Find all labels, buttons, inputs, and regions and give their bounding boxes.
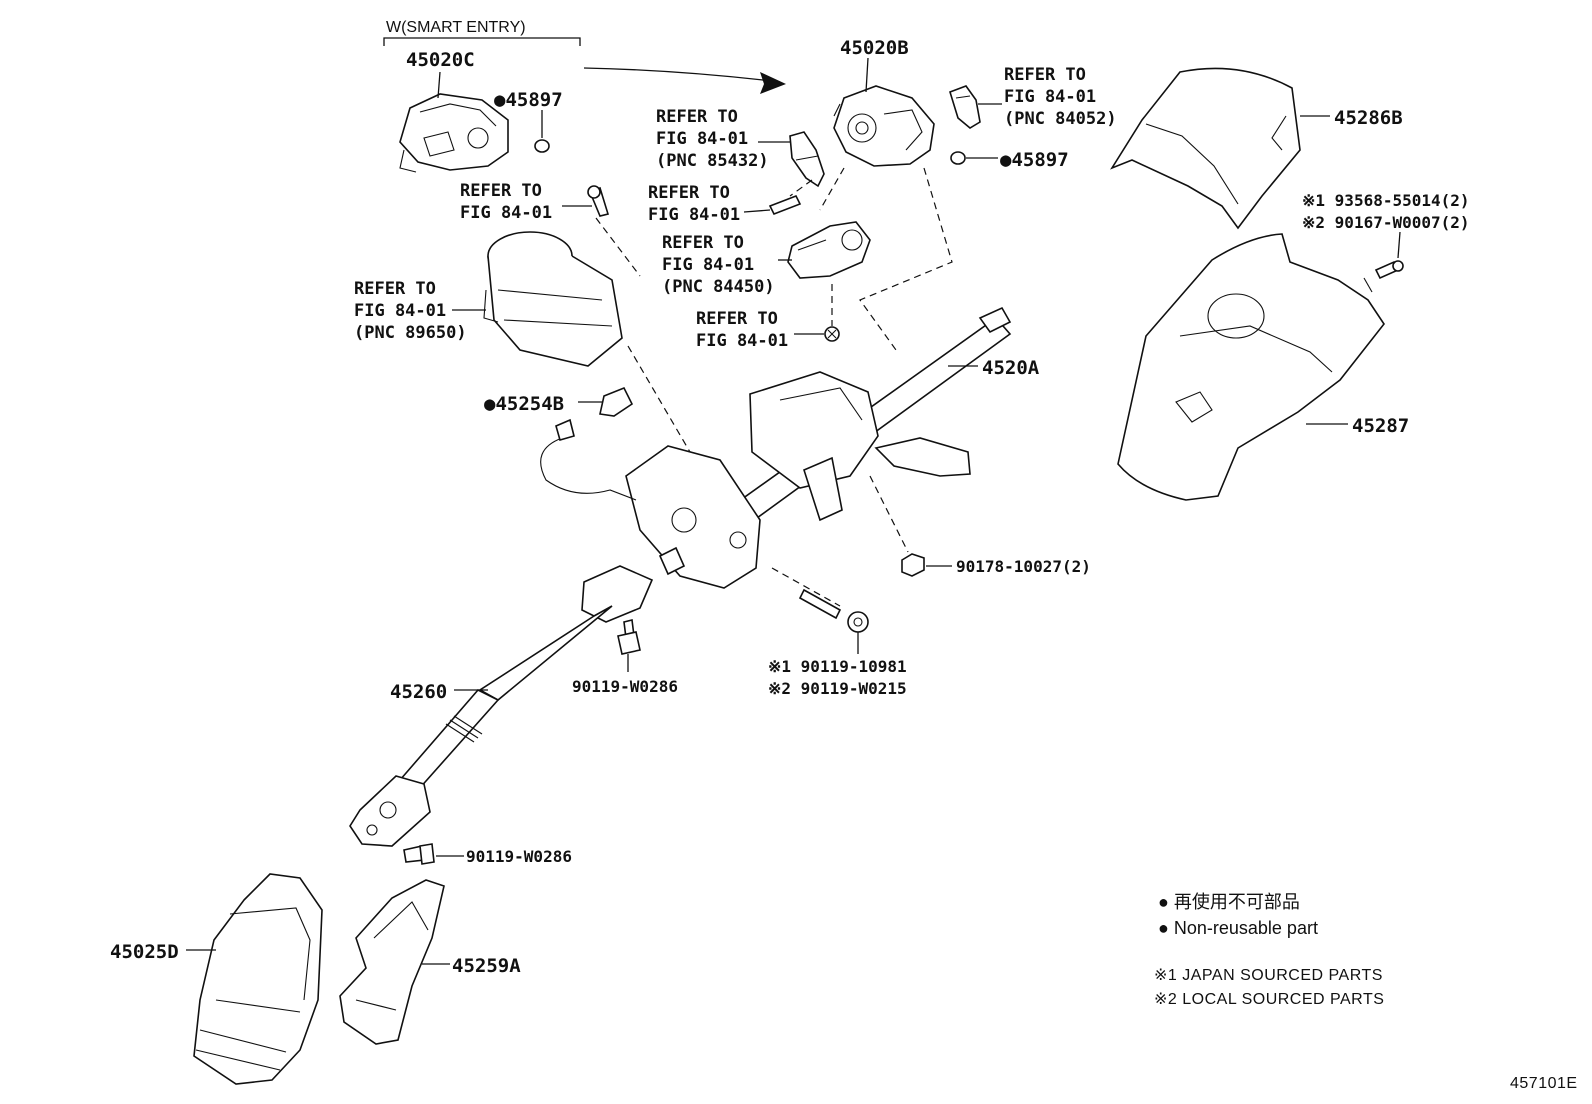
part-45260: 45260 bbox=[349, 565, 654, 847]
figure-id: 457101E bbox=[1510, 1075, 1578, 1092]
part-screw-ref-b: REFER TO FIG 84-01 bbox=[696, 284, 840, 351]
label-45286B: 45286B bbox=[1334, 107, 1403, 129]
legend-jp: ● 再使用不可部品 bbox=[1158, 892, 1300, 912]
ref-89650-line1: REFER TO bbox=[354, 279, 436, 299]
label-90119-W0286-a: 90119-W0286 bbox=[572, 677, 678, 696]
ref-84052-line1: REFER TO bbox=[1004, 65, 1086, 85]
legend-en: ● Non-reusable part bbox=[1158, 918, 1318, 938]
dashed-leaders bbox=[595, 167, 953, 607]
part-4520A: 4520A bbox=[540, 306, 1040, 589]
part-45286B: 45286B bbox=[1110, 67, 1403, 230]
part-93568-90167: ※1 93568-55014(2) ※2 90167-W0007(2) bbox=[1302, 191, 1470, 280]
part-screw-ref-a: REFER TO FIG 84-01 bbox=[648, 183, 802, 225]
part-pnc-85432: REFER TO FIG 84-01 (PNC 85432) bbox=[656, 107, 825, 188]
arrow-head-icon bbox=[760, 72, 786, 94]
part-screw-ref-c: REFER TO FIG 84-01 bbox=[460, 181, 610, 223]
ref-84052-line3: (PNC 84052) bbox=[1004, 109, 1117, 129]
legend-note2: ※2 LOCAL SOURCED PARTS bbox=[1154, 991, 1384, 1008]
label-45020B: 45020B bbox=[840, 37, 909, 59]
ref-84450-line2: FIG 84-01 bbox=[662, 255, 754, 275]
part-45025D: 45025D bbox=[110, 873, 323, 1085]
smart-entry-arrow bbox=[583, 67, 781, 83]
part-90119-10981: ※1 90119-10981 ※2 90119-W0215 bbox=[768, 588, 907, 698]
smart-entry-group: W(SMART ENTRY) bbox=[383, 19, 786, 94]
smart-entry-label: W(SMART ENTRY) bbox=[386, 19, 526, 36]
label-90119-W0286-b: 90119-W0286 bbox=[466, 847, 572, 866]
ref-85432-line2: FIG 84-01 bbox=[656, 129, 748, 149]
part-pnc-84052: REFER TO FIG 84-01 (PNC 84052) bbox=[949, 65, 1117, 129]
ref-84052-line2: FIG 84-01 bbox=[1004, 87, 1096, 107]
ref-screw-b-line1: REFER TO bbox=[696, 309, 778, 329]
label-93568-55014: ※1 93568-55014(2) bbox=[1302, 191, 1470, 210]
ref-screw-c-line2: FIG 84-01 bbox=[460, 203, 552, 223]
label-90178-10027: 90178-10027(2) bbox=[956, 557, 1091, 576]
part-90119-W0286-b: 90119-W0286 bbox=[403, 843, 572, 866]
label-45287: 45287 bbox=[1352, 415, 1409, 437]
smart-entry-bracket bbox=[383, 37, 581, 46]
part-pnc-84450: REFER TO FIG 84-01 (PNC 84450) bbox=[662, 221, 871, 297]
part-90178-10027: 90178-10027(2) bbox=[901, 553, 1091, 577]
label-90119-10981: ※1 90119-10981 bbox=[768, 657, 907, 676]
legend-note1: ※1 JAPAN SOURCED PARTS bbox=[1154, 967, 1383, 984]
label-90167-W0007: ※2 90167-W0007(2) bbox=[1302, 213, 1470, 232]
part-45020B: 45020B bbox=[833, 37, 935, 167]
label-45025D: 45025D bbox=[110, 941, 179, 963]
part-45287: 45287 bbox=[1117, 233, 1409, 501]
part-45259A: 45259A bbox=[339, 879, 521, 1045]
label-90119-W0215: ※2 90119-W0215 bbox=[768, 679, 907, 698]
label-45260: 45260 bbox=[390, 681, 447, 703]
part-pnc-89650: REFER TO FIG 84-01 (PNC 89650) bbox=[354, 231, 623, 367]
label-45897-b: ●45897 bbox=[1000, 149, 1069, 171]
ref-screw-a-line1: REFER TO bbox=[648, 183, 730, 203]
ref-screw-b-line2: FIG 84-01 bbox=[696, 331, 788, 351]
ref-screw-a-line2: FIG 84-01 bbox=[648, 205, 740, 225]
ref-89650-line2: FIG 84-01 bbox=[354, 301, 446, 321]
label-45254B: ●45254B bbox=[484, 393, 564, 415]
ref-screw-c-line1: REFER TO bbox=[460, 181, 542, 201]
label-45897-a: ●45897 bbox=[494, 89, 563, 111]
ref-84450-line1: REFER TO bbox=[662, 233, 744, 253]
part-45897-b: ●45897 bbox=[950, 149, 1069, 171]
ref-85432-line3: (PNC 85432) bbox=[656, 151, 769, 171]
part-45020C: 45020C bbox=[399, 49, 509, 173]
legend: ● 再使用不可部品 ● Non-reusable part ※1 JAPAN S… bbox=[1154, 892, 1384, 1008]
ref-89650-line3: (PNC 89650) bbox=[354, 323, 467, 343]
part-45897-a: ●45897 bbox=[494, 89, 563, 153]
label-45020C: 45020C bbox=[406, 49, 475, 71]
label-4520A: 4520A bbox=[982, 357, 1040, 379]
label-45259A: 45259A bbox=[452, 955, 521, 977]
ref-84450-line3: (PNC 84450) bbox=[662, 277, 775, 297]
part-45254B: ●45254B bbox=[484, 386, 634, 417]
part-90119-W0286-a: 90119-W0286 bbox=[572, 619, 678, 696]
ref-85432-line1: REFER TO bbox=[656, 107, 738, 127]
